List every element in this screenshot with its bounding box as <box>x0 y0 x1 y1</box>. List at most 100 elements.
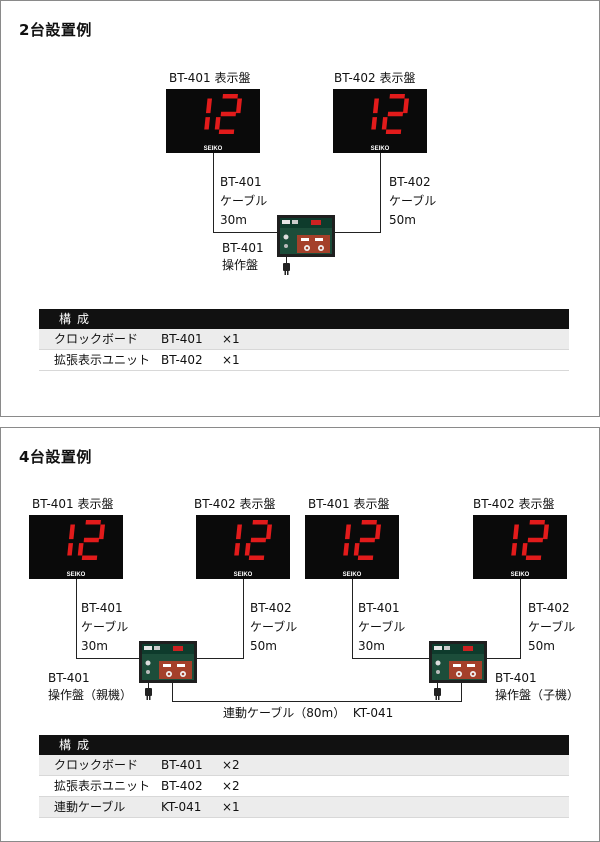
display-digits: SEIKO <box>234 520 273 578</box>
table-header: 構成 <box>39 735 569 755</box>
row-qty: ×1 <box>222 353 240 367</box>
display-board: SEIKO <box>196 515 290 579</box>
configuration-table: 構成 クロックボード BT-401 ×2 拡張表示ユニット BT-402 ×2 … <box>39 735 569 818</box>
brand-logo: SEIKO <box>67 572 86 578</box>
digit-segment <box>218 129 235 134</box>
display-board: SEIKO <box>333 89 427 153</box>
panel-part <box>471 672 475 676</box>
digit-segment <box>357 555 374 560</box>
power-cord <box>148 682 149 692</box>
control-panel-graphic <box>139 641 197 683</box>
row-model: BT-401 <box>161 332 203 346</box>
digit-segment <box>98 524 106 540</box>
configuration-table: 構成 クロックボード BT-401 ×1 拡張表示ユニット BT-402 ×1 <box>39 309 569 371</box>
panel-part <box>292 220 298 224</box>
brand-logo: SEIKO <box>511 572 530 578</box>
digit-segment <box>234 543 241 556</box>
panel-part <box>280 218 332 228</box>
controller-label: BT-401 操作盤 <box>222 241 264 272</box>
digit-segment <box>374 524 382 540</box>
cable-label: BT-401 ケーブル 30m <box>81 601 129 653</box>
panel-part <box>163 664 171 667</box>
cable-line <box>213 153 214 233</box>
display-digits: SEIKO <box>67 520 106 578</box>
panel-part <box>432 644 484 654</box>
panel-part <box>305 246 309 250</box>
section-title: 4台設置例 <box>19 448 92 466</box>
brand-logo: SEIKO <box>371 146 390 152</box>
panel-part <box>315 238 323 241</box>
brand-logo: SEIKO <box>204 146 223 152</box>
power-cord <box>437 682 438 692</box>
control-panel-master <box>139 641 197 683</box>
digit-segment <box>343 543 350 556</box>
panel-part <box>457 672 461 676</box>
cable-line <box>485 658 521 659</box>
display-board: SEIKO <box>473 515 567 579</box>
row-name: 連動ケーブル <box>54 800 126 814</box>
cable-line <box>76 579 77 659</box>
display-board: SEIKO <box>305 515 399 579</box>
digit-segment <box>250 537 267 543</box>
two-unit-example-panel: 2台設置例 BT-401 表示盤 SEIKO BT-402 表示盤 SEIKO … <box>0 0 600 417</box>
digit-segment <box>77 543 84 556</box>
panel-part <box>311 220 321 225</box>
digit-segment <box>265 524 273 540</box>
panel-part <box>159 661 192 679</box>
digit-segment <box>235 524 243 540</box>
digit-segment <box>381 117 388 130</box>
digit-segment <box>527 537 544 543</box>
digit-segment <box>389 94 405 99</box>
row-qty: ×1 <box>222 332 240 346</box>
digit-segment <box>371 117 378 130</box>
panel-part <box>282 220 290 224</box>
panel-part <box>453 664 461 667</box>
link-cable-label: 連動ケーブル（80m） KT-041 <box>223 706 394 720</box>
digit-segment <box>205 98 213 114</box>
row-model: KT-041 <box>161 800 202 814</box>
brand-logo: SEIKO <box>343 572 362 578</box>
panel-part <box>173 646 183 651</box>
row-model: BT-402 <box>161 779 203 793</box>
row-name: クロックボード <box>54 758 139 772</box>
cable-line <box>195 658 244 659</box>
digit-segment <box>385 129 402 134</box>
brand-logo: SEIKO <box>234 572 253 578</box>
display-board: SEIKO <box>29 515 123 579</box>
digit-segment <box>222 94 238 99</box>
table-row: 拡張表示ユニット BT-402 ×2 <box>39 776 569 797</box>
panel-part <box>142 644 194 654</box>
plug-icon <box>283 263 290 275</box>
control-panel-graphic <box>277 215 335 257</box>
table-row: クロックボード BT-401 ×1 <box>39 329 569 350</box>
panel-part <box>167 672 171 676</box>
digit-segment <box>85 520 101 525</box>
cable-line <box>213 232 279 233</box>
plug-icon <box>145 688 152 700</box>
controller-label: BT-401 操作盤（親機） <box>48 671 133 702</box>
display-label: BT-402 表示盤 <box>194 497 276 511</box>
digit-segment <box>402 98 410 114</box>
table-header: 構成 <box>39 309 569 329</box>
panel-part <box>297 235 330 253</box>
panel-part <box>449 661 482 679</box>
display-digits: SEIKO <box>343 520 382 578</box>
panel-part <box>146 670 150 674</box>
row-qty: ×2 <box>222 779 240 793</box>
row-model: BT-401 <box>161 758 203 772</box>
digit-segment <box>525 555 542 560</box>
row-model: BT-402 <box>161 353 203 367</box>
cable-label: BT-401 ケーブル 30m <box>220 175 268 227</box>
cable-label: BT-402 ケーブル 50m <box>528 601 576 653</box>
digit-segment <box>252 520 268 525</box>
display-digits: SEIKO <box>371 94 410 152</box>
panel-part <box>434 646 442 650</box>
digit-segment <box>214 117 221 130</box>
digit-segment <box>248 555 265 560</box>
digit-segment <box>244 543 251 556</box>
panel-part <box>177 664 185 667</box>
panel-part <box>435 660 441 666</box>
panel-part <box>444 646 450 650</box>
control-panel <box>277 215 335 257</box>
display-board: SEIKO <box>166 89 260 153</box>
